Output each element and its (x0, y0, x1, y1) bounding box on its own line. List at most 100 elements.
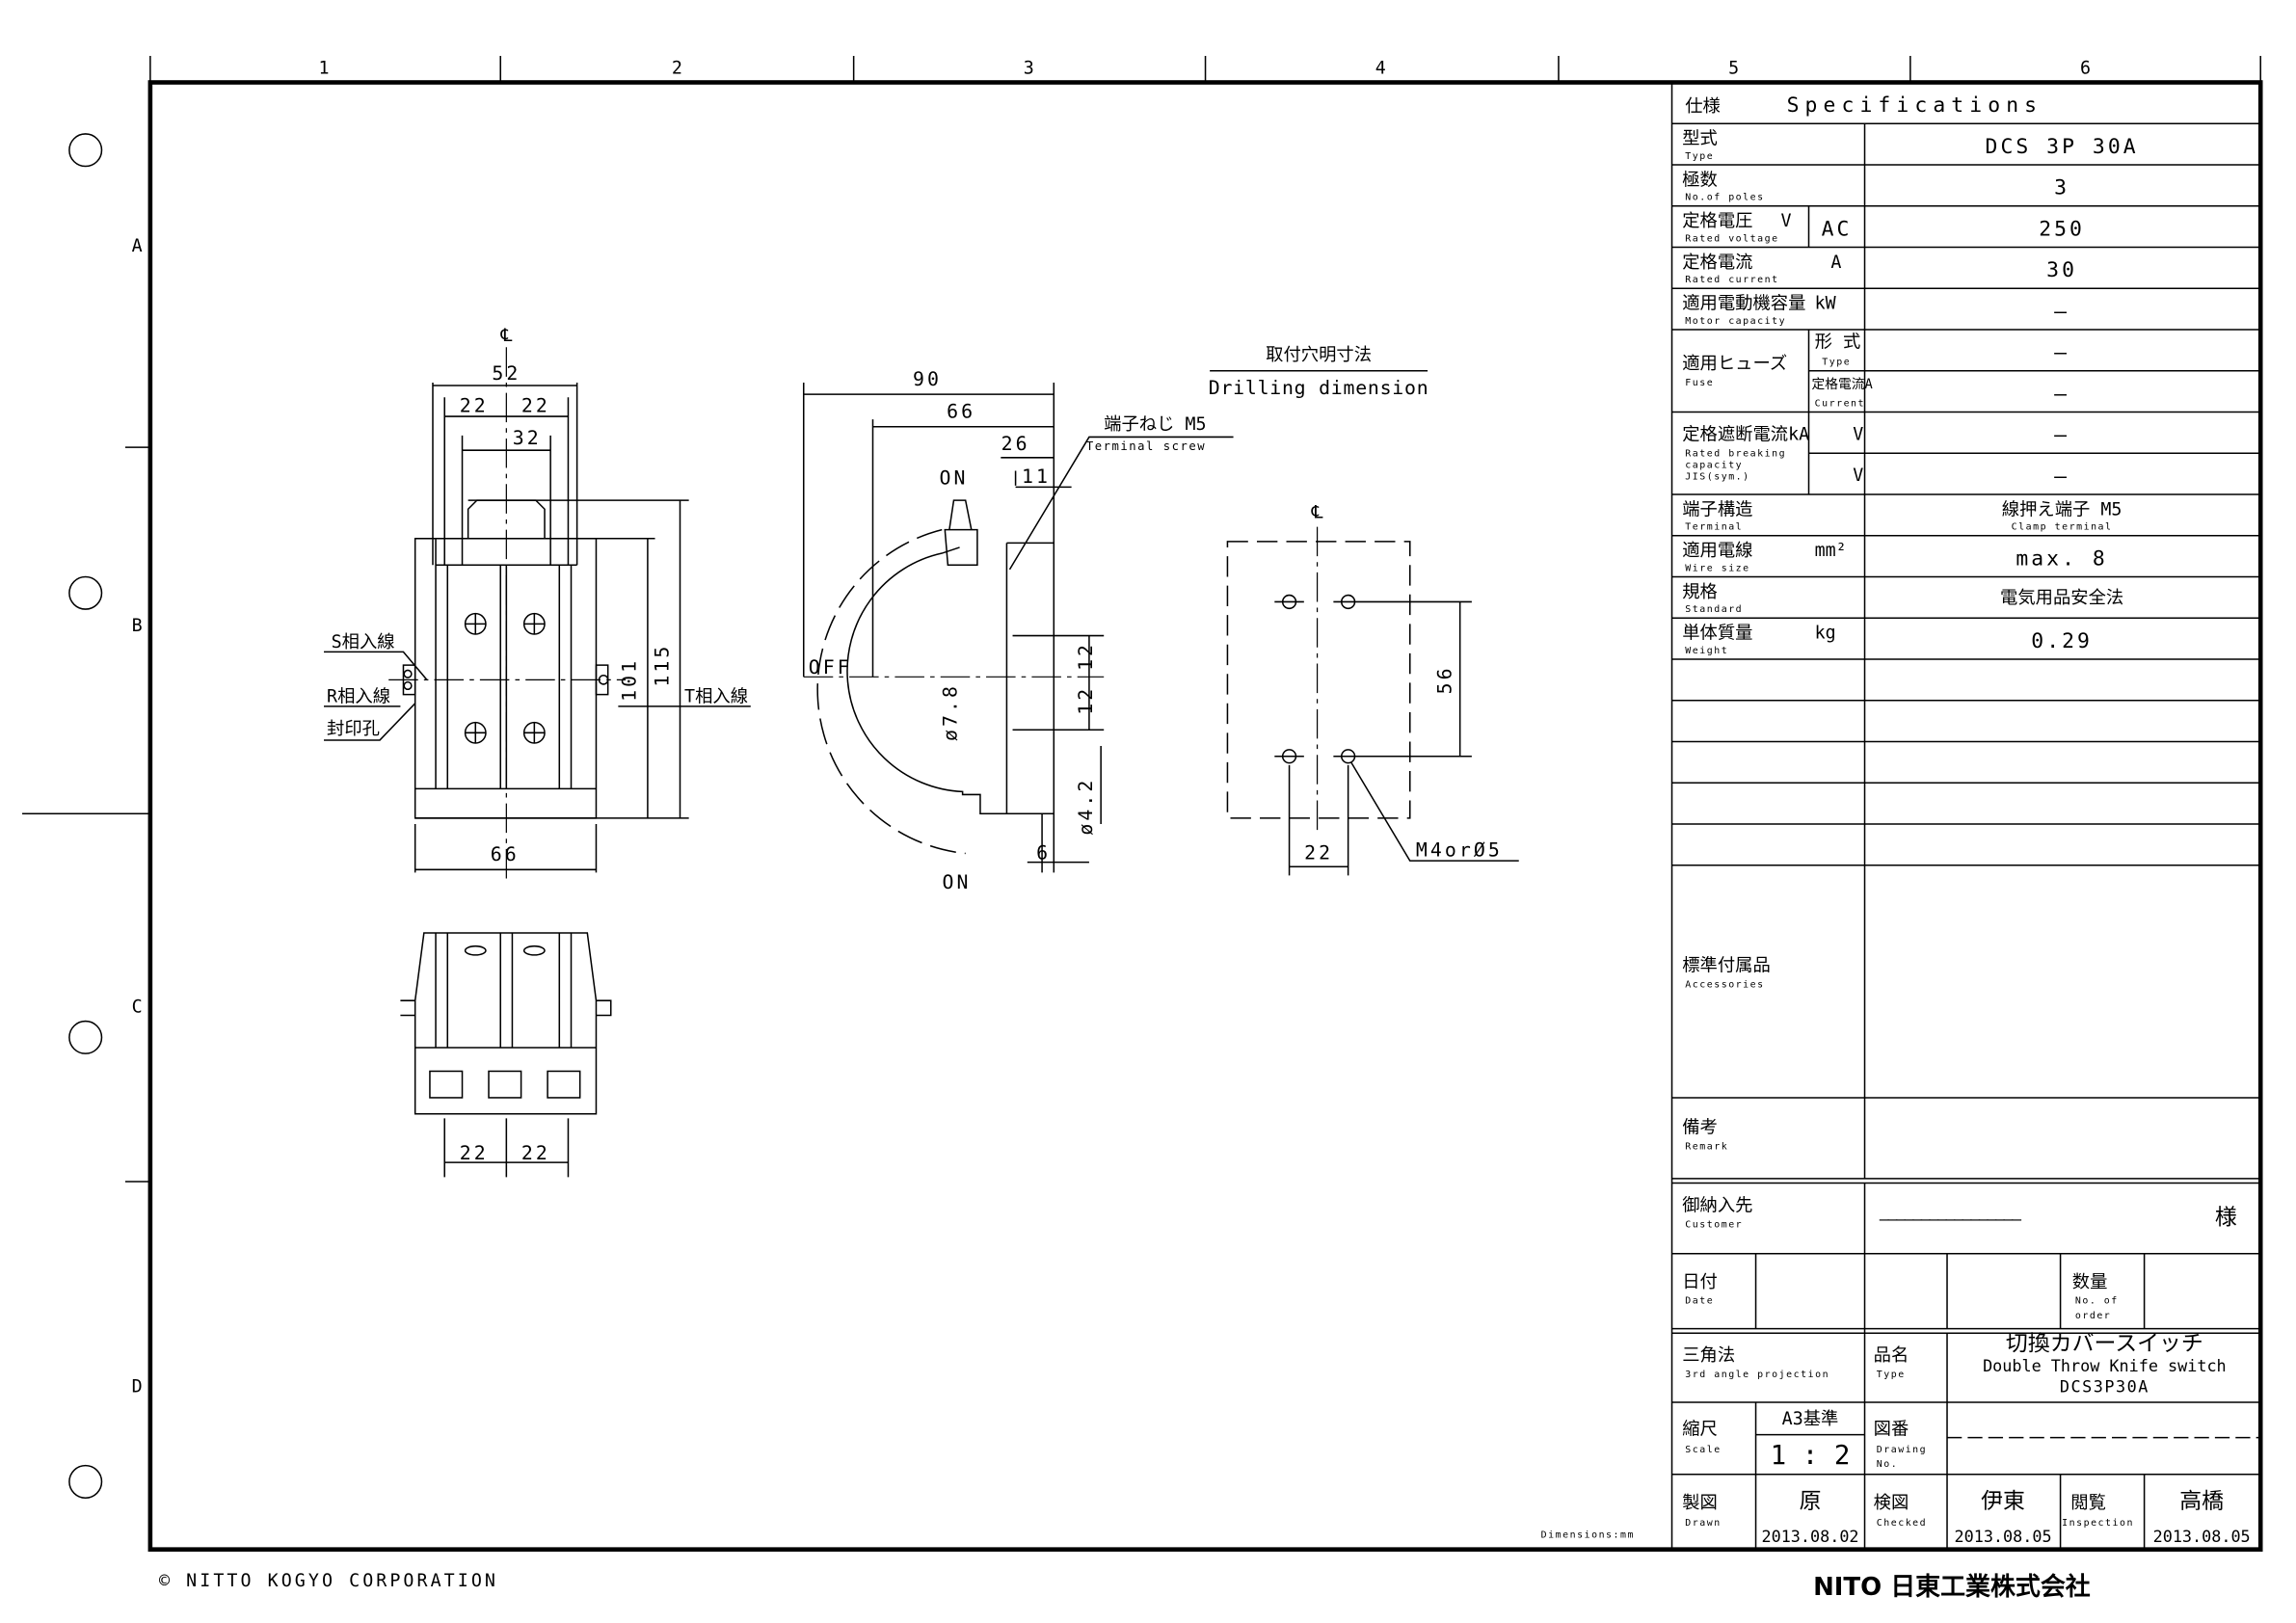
dimension-label: 56 (1434, 665, 1456, 694)
column-label: 4 (1375, 58, 1386, 78)
accessories-label-en: Accessories (1685, 979, 1764, 990)
spec-label-en: JIS(sym.) (1685, 472, 1749, 483)
title-block: 御納入先 Customer ――――――――――――――――― 様 日付 Dat… (1682, 1196, 2250, 1547)
inspection-name: 高橋 (2179, 1489, 2224, 1514)
spec-label-en: Rated current (1685, 275, 1778, 285)
spec-label-en: Rated breaking (1685, 448, 1786, 459)
spec-label: 適用電線 (1682, 541, 1752, 561)
callout-label: R相入線 (327, 686, 390, 706)
spec-value: 30 (2046, 258, 2077, 282)
centerline-mark: ℄ (499, 326, 512, 346)
drawn-label: 製図 (1682, 1493, 1718, 1513)
position-label: ON (943, 871, 972, 893)
column-label: 1 (319, 58, 330, 78)
callout-label: 封印孔 (327, 719, 380, 739)
spec-label-en: Motor capacity (1685, 316, 1786, 327)
spec-label: 型式 (1682, 129, 1718, 149)
spec-sub-en: Type (1822, 358, 1851, 368)
quantity-label-en: No. of (2075, 1296, 2119, 1307)
dimension-label: 22 (521, 394, 550, 416)
date-label-en: Date (1685, 1296, 1714, 1307)
spec-table: 仕様 Specifications 型式 Type DCS 3P 30A 極数 … (1670, 82, 2261, 1550)
binder-hole-icon (68, 1020, 103, 1054)
drawing-no-label-en: No. (1877, 1459, 1898, 1470)
drilling-view: 取付穴明寸法 Drilling dimension ℄ 56 22 M4orØ5 (1209, 345, 1519, 876)
product-name-label: 品名 (1874, 1345, 1909, 1366)
inspection-date: 2013.08.05 (2153, 1527, 2251, 1546)
dimension-label: 22 (460, 1142, 489, 1164)
inspection-label-en: Inspection (2062, 1518, 2134, 1529)
spec-sub: V (1853, 424, 1863, 444)
product-name-en: Double Throw Knife switch (1983, 1356, 2227, 1375)
copyright: © NITTO KOGYO CORPORATION (159, 1571, 498, 1591)
quantity-label-en: order (2075, 1311, 2111, 1321)
row-label: A (132, 236, 143, 256)
centerline-mark: ℄ (1311, 502, 1323, 522)
drawing-frame: 1 2 3 4 5 6 A B C D Dimensions:mm © NITT… (22, 56, 2263, 1602)
accessories-label: 標準付属品 (1682, 956, 1771, 976)
dimension-label: 12 (1075, 686, 1097, 715)
position-label: OFF (809, 656, 852, 678)
scale-label: 縮尺 (1682, 1420, 1718, 1440)
checked-label-en: Checked (1877, 1518, 1927, 1529)
dimension-label: ø4.2 (1075, 778, 1097, 836)
spec-label: 単体質量 (1682, 624, 1752, 644)
spec-label: 定格電圧 (1682, 211, 1752, 231)
spec-unit: kg (1815, 624, 1836, 644)
product-name-label-en: Type (1877, 1370, 1906, 1380)
quantity-label: 数量 (2072, 1272, 2108, 1292)
spec-label-en: Terminal (1685, 522, 1743, 533)
remark-label: 備考 (1682, 1118, 1718, 1138)
spec-sub-en: Current (1815, 398, 1865, 409)
product-code: DCS3P30A (2060, 1376, 2149, 1396)
column-label: 5 (1728, 58, 1739, 78)
dimension-label: 22 (460, 394, 489, 416)
scale-basis: A3基準 (1782, 1409, 1839, 1429)
row-label: B (132, 616, 143, 636)
spec-unit: kW (1815, 294, 1837, 314)
spec-label: 極数 (1682, 170, 1718, 190)
bottom-view: 22 22 (400, 932, 612, 1178)
checked-name: 伊東 (1981, 1489, 2025, 1514)
dimension-label: 11 (1022, 466, 1051, 488)
terminal-screw-label: 端子ねじ M5 (1104, 414, 1206, 435)
spec-value: – (2054, 465, 2069, 489)
spec-value: 0.29 (2031, 629, 2093, 653)
remark-label-en: Remark (1685, 1141, 1728, 1152)
front-view: ℄ 52 22 22 32 101 115 66 S相入線 R相入線 封印孔 T… (324, 326, 751, 884)
company-logo: NITO 日東工業株式会社 (1813, 1572, 2091, 1602)
row-label: D (132, 1376, 143, 1397)
callout-label: T相入線 (684, 686, 748, 706)
spec-value: 線押え端子 M5 (2002, 499, 2122, 519)
spec-label-en: Type (1685, 151, 1714, 162)
spec-value: – (2054, 423, 2069, 447)
product-name-jp: 切換カバースイッチ (2006, 1332, 2203, 1357)
dimension-label: 66 (947, 401, 975, 423)
dimension-label: 22 (1304, 842, 1333, 865)
spec-label-en: Rated voltage (1685, 233, 1778, 244)
spec-value: max. 8 (2016, 546, 2107, 571)
customer-value: ――――――――――――――――― (1880, 1209, 2022, 1228)
spec-unit: V (1781, 211, 1792, 231)
customer-label-en: Customer (1685, 1219, 1743, 1230)
spec-value: 250 (2039, 217, 2085, 241)
spec-label: 端子構造 (1682, 499, 1752, 519)
spec-value: 3 (2054, 176, 2069, 200)
spec-value: – (2054, 300, 2069, 324)
dimension-label: 52 (492, 362, 521, 385)
projection-label: 三角法 (1682, 1345, 1735, 1366)
drawn-name: 原 (1800, 1489, 1822, 1514)
dimension-label: 22 (521, 1142, 550, 1164)
spec-value: DCS 3P 30A (1986, 135, 2139, 159)
binder-hole-icon (68, 575, 103, 610)
terminal-screw-label-en: Terminal screw (1086, 439, 1206, 453)
spec-label-en: Fuse (1685, 378, 1714, 388)
projection-label-en: 3rd angle projection (1685, 1370, 1829, 1380)
dimensions-note: Dimensions:mm (1541, 1530, 1635, 1540)
spec-header-en: Specifications (1787, 93, 2043, 118)
customer-suffix: 様 (2215, 1205, 2237, 1230)
position-label: ON (939, 466, 968, 489)
dimension-label: ø7.8 (940, 683, 962, 741)
spec-label: 定格電流 (1682, 253, 1752, 273)
